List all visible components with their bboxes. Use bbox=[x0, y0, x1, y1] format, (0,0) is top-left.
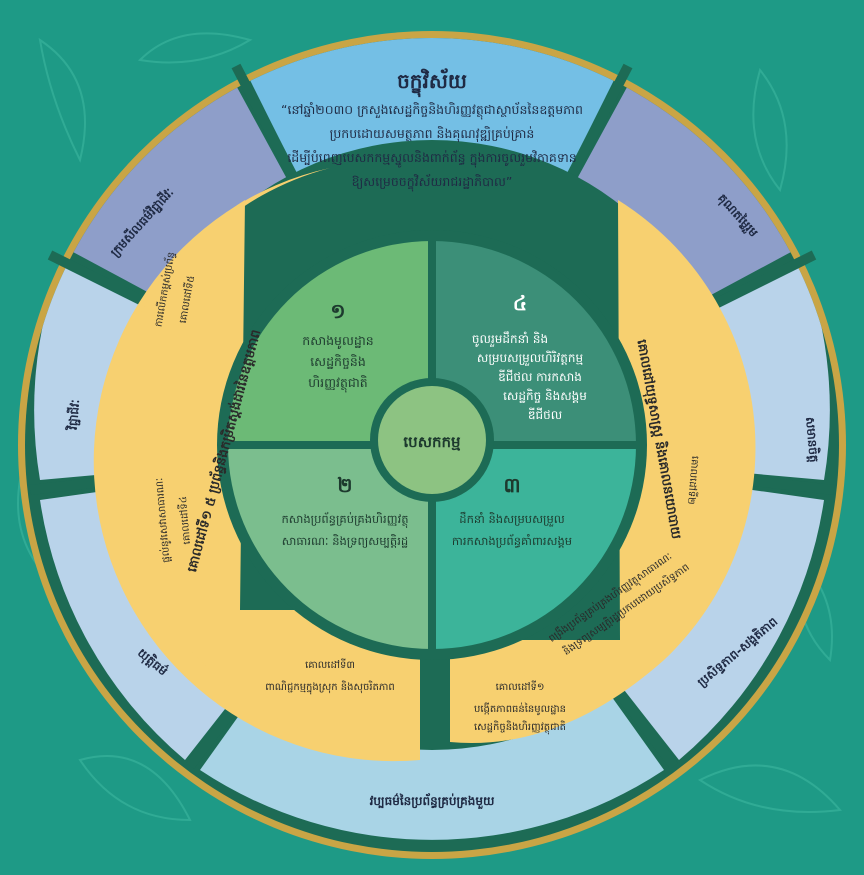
outer-label-profession: វិជ្ជាជីវៈ bbox=[65, 399, 84, 432]
vision-line: “នៅឆ្នាំ២០៣០ ក្រសួងសេដ្ឋកិច្ចនិងហិរញ្ញវត… bbox=[281, 101, 583, 120]
outer-label-empathy: សមានចិត្ត bbox=[802, 416, 822, 463]
vision-line: ដើម្បីបំពេញបេសកកម្មស្នូលនិងពាក់ព័ន្ធ ក្ន… bbox=[287, 149, 576, 168]
vision-line: ប្រកបដោយសមត្ថភាព និងគុណវុឌ្ឍិគ្រប់គ្រាន់ bbox=[330, 126, 535, 142]
quadrant-1-number: ១ bbox=[330, 299, 345, 323]
vision-line: ឱ្យសម្រេចចក្ខុវិស័យរាជរដ្ឋាភិបាល” bbox=[352, 173, 513, 192]
center-circle bbox=[378, 386, 486, 494]
quadrant-4-number: ៤ bbox=[513, 291, 527, 315]
outer-label-work-culture: វប្បធម៌នៃប្រព័ន្ធគ្រប់គ្រងមួយ bbox=[370, 793, 495, 810]
quadrant-2-line: កសាងប្រព័ន្ធគ្រប់គ្រងហិរញ្ញវត្ថុ bbox=[281, 511, 408, 529]
quadrant-4-line: ចូលរួមដឹកនាំ និង bbox=[472, 331, 548, 347]
vision-text: “នៅឆ្នាំ២០៣០ ក្រសួងសេដ្ឋកិច្ចនិងហិរញ្ញវត… bbox=[281, 101, 583, 192]
quadrant-4-line: សម្របសម្រួលហិរិវត្តកម្ម bbox=[477, 350, 584, 366]
left-goal-label: គោលដៅទី៤ bbox=[176, 496, 193, 545]
right-goal-band bbox=[450, 200, 756, 743]
quadrant-4-line: សេដ្ឋកិច្ច និងសង្គម bbox=[503, 388, 587, 403]
quadrant-3-line: ការកសាងប្រព័ន្ធគាំពារសង្គម bbox=[452, 533, 572, 548]
left-goal-label: គោលដៅទី៣ bbox=[305, 658, 355, 671]
right-goal-label: គោលដៅទី២ bbox=[685, 455, 702, 505]
quadrant-4-line: ឌីជីថល ការកសាង bbox=[498, 369, 582, 384]
right-goal-text: បង្កើតភាពធន់នៃមូលដ្ឋាន bbox=[474, 702, 566, 716]
right-goal-text: សេដ្ឋកិច្ចនិងហិរញ្ញវត្ថុជាតិ bbox=[474, 720, 566, 735]
quadrant-3-line: ដឹកនាំ និងសម្របសម្រួល bbox=[459, 511, 564, 527]
right-goal-label: គោលដៅទី១ bbox=[496, 680, 545, 693]
center-label: បេសកកម្ម bbox=[403, 433, 461, 451]
left-goal-band-main bbox=[108, 200, 421, 745]
quadrant-3 bbox=[432, 445, 636, 649]
quadrant-1-line: សេដ្ឋកិច្ចនិង bbox=[310, 354, 366, 370]
quadrant-4 bbox=[432, 241, 636, 445]
quadrant-1-line: ហិរញ្ញវត្ថុជាតិ bbox=[308, 375, 368, 393]
quadrant-4-line: ឌីជីថល bbox=[528, 407, 562, 422]
quadrant-3-number: ៣ bbox=[503, 473, 520, 497]
quadrant-2 bbox=[228, 445, 432, 649]
quadrant-2-line: សាធារណៈ និងទ្រព្យសម្បត្តិរដ្ឋ bbox=[282, 534, 408, 548]
left-goal-text: ពាណិជ្ជកម្មក្នុងស្រុក និងសុចរិតភាព bbox=[265, 680, 394, 695]
quadrant-1 bbox=[228, 241, 432, 445]
quadrant-1-line: កសាងមូលដ្ឋាន bbox=[302, 333, 373, 349]
quadrant-2-number: ២ bbox=[337, 473, 352, 497]
